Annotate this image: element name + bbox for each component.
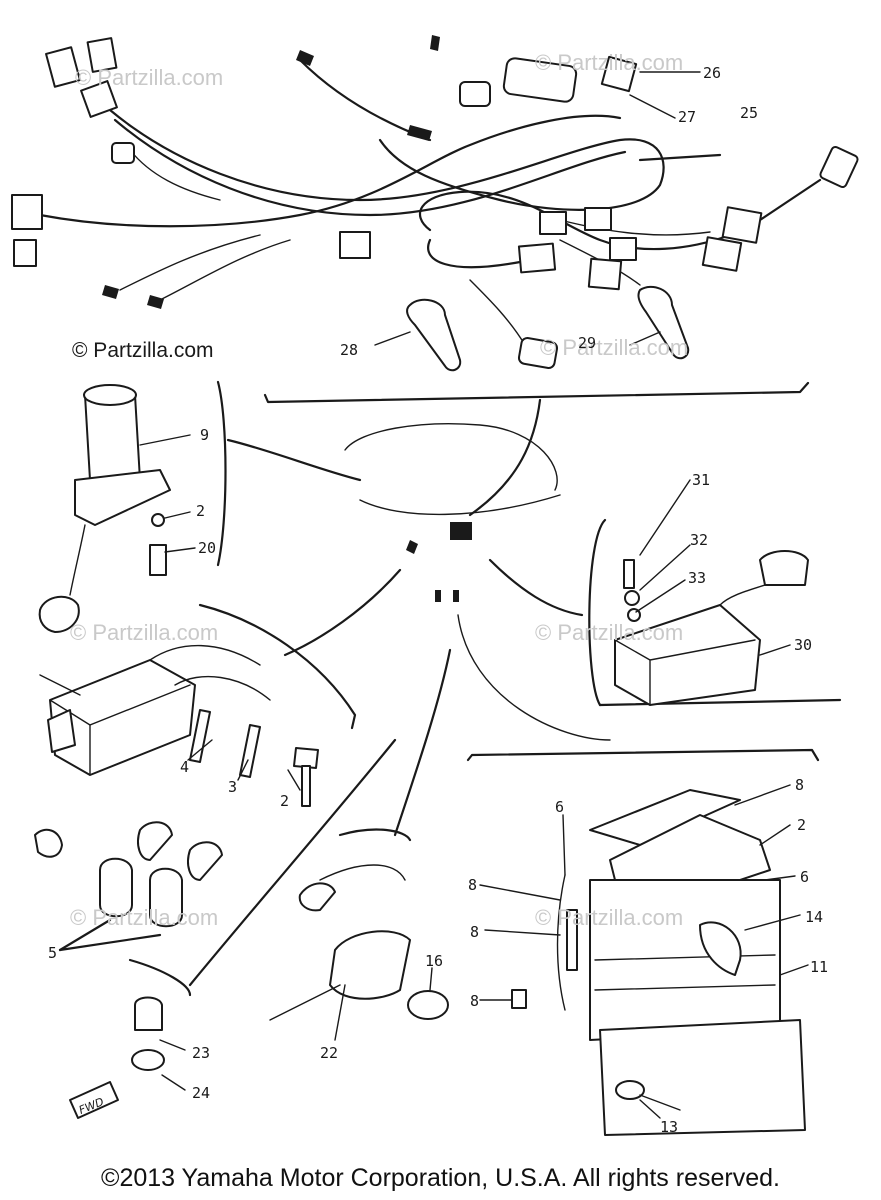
callout-23: 23 [192, 1044, 210, 1062]
copyright-notice: ©2013 Yamaha Motor Corporation, U.S.A. A… [101, 1164, 780, 1192]
relay-assembly [38, 380, 362, 633]
callout-2-coil: 2 [280, 792, 289, 810]
callout-22: 22 [320, 1044, 338, 1062]
callout-13: 13 [660, 1118, 678, 1136]
callout-6-left: 6 [555, 798, 564, 816]
callout-30: 30 [794, 636, 812, 654]
callout-27: 27 [678, 108, 696, 126]
callout-33: 33 [688, 569, 706, 587]
callout-8-top: 8 [795, 776, 804, 794]
watermark-top-right: © Partzilla.com [535, 50, 683, 75]
callout-26: 26 [703, 64, 721, 82]
ignition-coil-group [34, 568, 402, 952]
callout-25: 25 [740, 104, 758, 122]
watermark-top-left: © Partzilla.com [75, 65, 223, 90]
callout-2-relay: 2 [196, 502, 205, 520]
callout-28: 28 [340, 341, 358, 359]
callout-4: 4 [180, 758, 189, 776]
callout-11: 11 [810, 958, 828, 976]
control-unit [488, 518, 842, 707]
watermark-mid-left: © Partzilla.com [70, 620, 218, 645]
battery-group [466, 748, 820, 1136]
starter-relay [269, 614, 611, 1021]
watermark-mid-right: © Partzilla.com [540, 335, 688, 360]
callout-8a: 8 [468, 876, 477, 894]
callout-8c: 8 [470, 992, 479, 1010]
neutral-switch [69, 996, 165, 1119]
callout-29: 29 [578, 334, 596, 352]
callout-6-right: 6 [800, 868, 809, 886]
watermark-center-right: © Partzilla.com [535, 620, 683, 645]
watermark-lower-right: © Partzilla.com [535, 905, 683, 930]
harness-bracket [263, 381, 810, 404]
callout-20: 20 [198, 539, 216, 557]
watermark-lower-left: © Partzilla.com [70, 905, 218, 930]
leader-lines [139, 71, 809, 1119]
wire-harness [11, 35, 859, 372]
callout-31: 31 [692, 471, 710, 489]
callout-2-battery: 2 [797, 816, 806, 834]
callout-24: 24 [192, 1084, 210, 1102]
headlight-body [344, 423, 561, 602]
watermark-main: © Partzilla.com [72, 339, 214, 362]
callout-9: 9 [200, 426, 209, 444]
callout-5: 5 [48, 944, 57, 962]
callout-32: 32 [690, 531, 708, 549]
callout-8b: 8 [470, 923, 479, 941]
callout-14: 14 [805, 908, 823, 926]
callout-3: 3 [228, 778, 237, 796]
callout-16: 16 [425, 952, 443, 970]
